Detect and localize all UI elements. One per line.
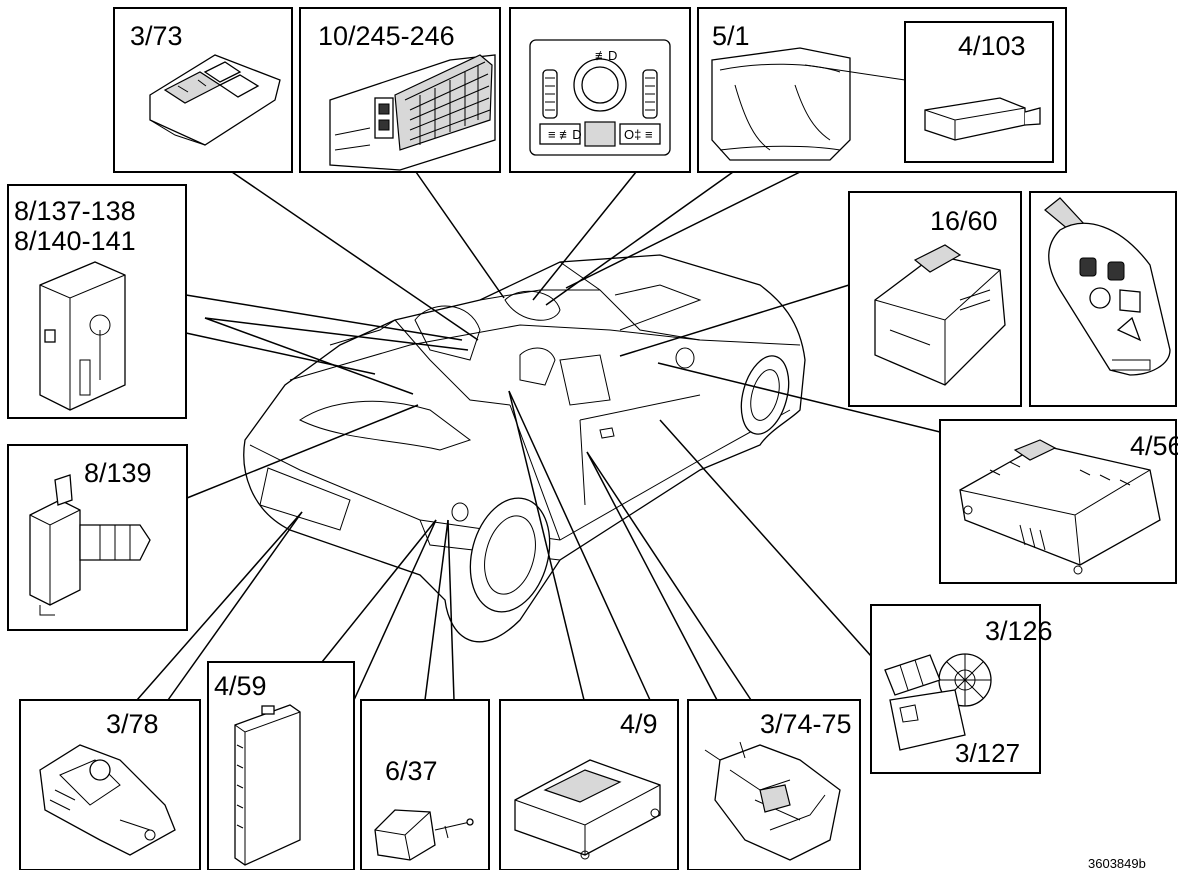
leader-3-78-a [136,511,303,701]
label-3-73: 3/73 [130,21,183,51]
leader-16-60 [619,284,850,357]
callout-4-59: 4/59 [207,661,355,870]
label-16-60: 16/60 [930,206,998,236]
srs-control-module [514,759,661,856]
figure-number: 3603849b [1088,856,1146,870]
callout-4-9: 4/9 [499,699,679,870]
label-3-127: 3/127 [955,738,1020,768]
leader-4-9-a [508,390,585,701]
label-4-56: 4/56 [1130,431,1178,461]
callout-3-73: 3/73 [113,7,293,173]
callout-5-1: 5/1 4/103 [697,7,1067,173]
callout-3-78: 3/78 [19,699,201,870]
label-4-103: 4/103 [958,31,1026,61]
leader-8-137-c [204,317,414,395]
callout-6-37: 6/37 [360,699,490,870]
leader-lines [136,171,941,701]
leader-3-74-a [586,451,718,701]
leader-4-59-a [321,519,437,663]
leader-5-1-b [565,171,801,289]
label-8-140-141: 8/140-141 [14,226,136,256]
pump-body [29,499,81,606]
label-5-1: 5/1 [712,21,750,51]
label-3-126: 3/126 [985,616,1053,646]
callout-light-switch-panel: ≡ ≢D O‡ ≡ ≢D [509,7,691,173]
leader-4-59-b [353,519,437,701]
rear-electronic-module [234,704,301,866]
leader-8-139 [186,404,419,499]
callout-4-56: 4/56 [939,419,1178,584]
leader-10-245 [415,171,505,299]
label-3-78: 3/78 [106,709,159,739]
callout-3-126: 3/126 3/127 [870,604,1053,774]
label-4-59: 4/59 [214,671,267,701]
window-motor-module [889,689,966,751]
leader-8-137-b [204,317,469,351]
leader-6-37-b [447,519,455,701]
leader-6-37-a [424,519,449,701]
leader-3-73 [231,171,479,341]
svg-text:O‡ ≡: O‡ ≡ [624,127,653,142]
callout-remote-key [1029,191,1177,407]
callout-8-137-141: 8/137-138 8/140-141 [7,184,187,419]
seat-module [39,261,126,411]
leader-4-9-b [508,390,651,701]
leader-3-126 [659,419,872,657]
callout-16-60: 16/60 [848,191,1022,407]
callout-10-245-246: 10/245-246 [299,7,501,173]
callout-8-139: 8/139 [7,444,188,631]
svg-text:≢D: ≢D [595,48,617,63]
callout-3-74-75: 3/74-75 [687,699,861,870]
leader-8-137-a [185,294,463,341]
leader-8-137-d [185,332,376,375]
label-10-245-246: 10/245-246 [318,21,455,51]
label-3-74-75: 3/74-75 [760,709,852,739]
label-8-139: 8/139 [84,458,152,488]
svg-text:≡ ≢D: ≡ ≢D [548,127,582,142]
leader-panel [532,171,637,301]
instrument-cluster [711,47,851,161]
label-4-9: 4/9 [620,709,658,739]
leader-3-74-b [586,451,752,701]
label-8-137-138: 8/137-138 [14,196,136,226]
leader-3-78-b [167,511,303,701]
leader-4-56 [657,362,941,433]
label-6-37: 6/37 [385,756,438,786]
convertible-car-illustration [243,254,806,643]
